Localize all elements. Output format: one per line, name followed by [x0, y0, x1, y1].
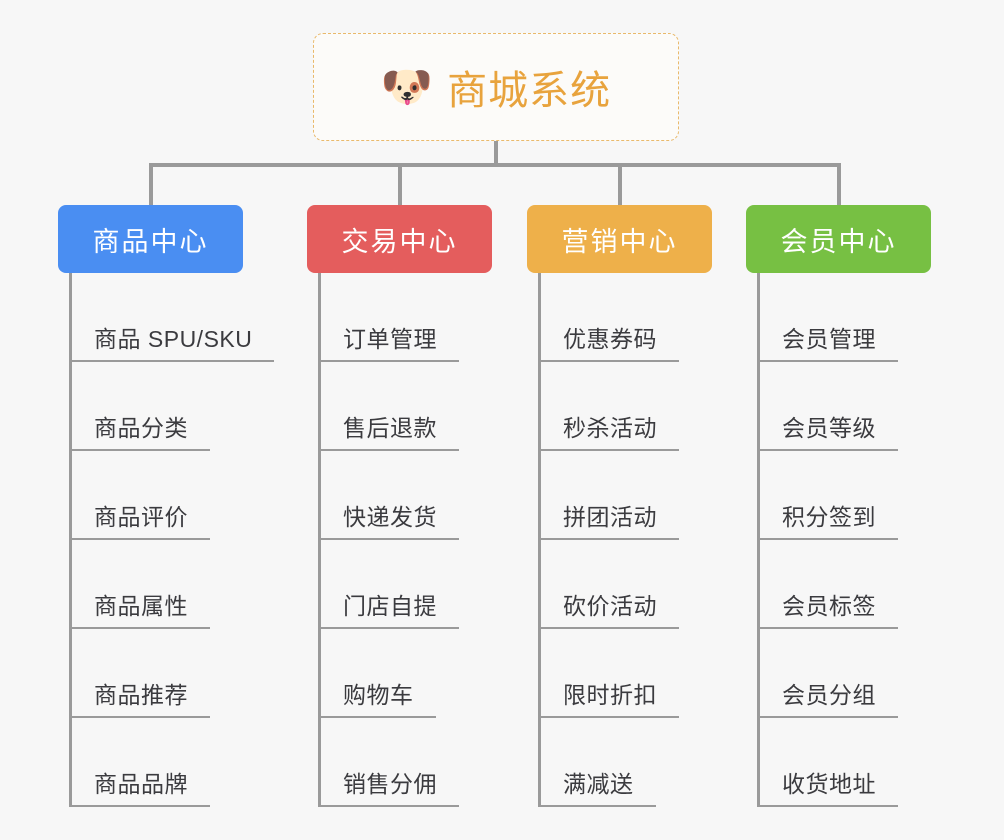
leaf-item[interactable]: 门店自提 — [318, 540, 492, 629]
connector-drop-member-center — [836, 163, 841, 205]
leaf-list-member-center: 会员管理会员等级积分签到会员标签会员分组收货地址 — [757, 273, 931, 807]
leaf-item[interactable]: 商品评价 — [69, 451, 243, 540]
connector-horizontal-bus — [150, 163, 840, 167]
leaf-item-label: 拼团活动 — [541, 498, 679, 540]
category-header-marketing-center[interactable]: 营销中心 — [527, 205, 712, 273]
column-trade-center: 交易中心订单管理售后退款快递发货门店自提购物车销售分佣 — [307, 205, 492, 807]
connector-spine-member-center — [757, 273, 760, 807]
leaf-item-label: 砍价活动 — [541, 587, 679, 629]
leaf-item[interactable]: 商品 SPU/SKU — [69, 273, 275, 362]
leaf-item-label: 会员分组 — [760, 676, 898, 718]
leaf-item[interactable]: 收货地址 — [757, 718, 931, 807]
leaf-item-label: 商品品牌 — [72, 765, 210, 807]
leaf-list-product-center: 商品 SPU/SKU 商品分类商品评价商品属性商品推荐商品品牌 — [69, 273, 275, 807]
leaf-item[interactable]: 商品属性 — [69, 540, 243, 629]
leaf-item[interactable]: 砍价活动 — [538, 540, 712, 629]
column-marketing-center: 营销中心优惠券码秒杀活动拼团活动砍价活动限时折扣满减送 — [527, 205, 712, 807]
leaf-list-marketing-center: 优惠券码秒杀活动拼团活动砍价活动限时折扣满减送 — [538, 273, 712, 807]
leaf-item-label: 会员等级 — [760, 409, 898, 451]
leaf-item[interactable]: 售后退款 — [318, 362, 492, 451]
leaf-item[interactable]: 商品品牌 — [69, 718, 243, 807]
leaf-item[interactable]: 拼团活动 — [538, 451, 712, 540]
leaf-item[interactable]: 会员标签 — [757, 540, 931, 629]
connector-drop-trade-center — [397, 163, 402, 205]
leaf-item-label: 购物车 — [321, 676, 436, 718]
connector-drop-marketing-center — [617, 163, 622, 205]
leaf-item[interactable]: 秒杀活动 — [538, 362, 712, 451]
root-node-title: 商城系统 — [447, 69, 612, 113]
leaf-item-label: 限时折扣 — [541, 676, 679, 718]
category-header-member-center[interactable]: 会员中心 — [746, 205, 931, 273]
column-product-center: 商品中心商品 SPU/SKU 商品分类商品评价商品属性商品推荐商品品牌 — [58, 205, 275, 807]
leaf-item[interactable]: 商品推荐 — [69, 629, 243, 718]
column-member-center: 会员中心会员管理会员等级积分签到会员标签会员分组收货地址 — [746, 205, 931, 807]
root-node-mall-system[interactable]: 🐶 商城系统 — [313, 33, 679, 141]
leaf-item[interactable]: 会员管理 — [757, 273, 931, 362]
leaf-item-label: 商品评价 — [72, 498, 210, 540]
leaf-item-label: 快递发货 — [321, 498, 459, 540]
leaf-item-label: 商品属性 — [72, 587, 210, 629]
leaf-item-label: 门店自提 — [321, 587, 459, 629]
category-header-product-center[interactable]: 商品中心 — [58, 205, 243, 273]
leaf-item-label: 秒杀活动 — [541, 409, 679, 451]
leaf-item[interactable]: 限时折扣 — [538, 629, 712, 718]
connector-spine-trade-center — [318, 273, 321, 807]
connector-spine-marketing-center — [538, 273, 541, 807]
leaf-item-label: 会员标签 — [760, 587, 898, 629]
leaf-item-label: 积分签到 — [760, 498, 898, 540]
leaf-item[interactable]: 会员等级 — [757, 362, 931, 451]
leaf-item[interactable]: 销售分佣 — [318, 718, 492, 807]
leaf-item[interactable]: 积分签到 — [757, 451, 931, 540]
leaf-item-label: 优惠券码 — [541, 320, 679, 362]
leaf-item-label: 会员管理 — [760, 320, 898, 362]
leaf-item-label: 订单管理 — [321, 320, 459, 362]
shiba-dog-emoji: 🐶 — [380, 63, 434, 110]
connector-drop-product-center — [148, 163, 153, 205]
leaf-list-trade-center: 订单管理售后退款快递发货门店自提购物车销售分佣 — [318, 273, 492, 807]
connector-root-stem — [494, 141, 498, 166]
leaf-item[interactable]: 订单管理 — [318, 273, 492, 362]
leaf-item[interactable]: 商品分类 — [69, 362, 243, 451]
category-header-trade-center[interactable]: 交易中心 — [307, 205, 492, 273]
leaf-item[interactable]: 满减送 — [538, 718, 712, 807]
leaf-item-label: 销售分佣 — [321, 765, 459, 807]
leaf-item[interactable]: 购物车 — [318, 629, 492, 718]
leaf-item[interactable]: 快递发货 — [318, 451, 492, 540]
leaf-item-label: 满减送 — [541, 765, 656, 807]
leaf-item-label: 商品 SPU/SKU — [72, 320, 275, 362]
leaf-item[interactable]: 优惠券码 — [538, 273, 712, 362]
connector-spine-product-center — [69, 273, 72, 807]
leaf-item[interactable]: 会员分组 — [757, 629, 931, 718]
leaf-item-label: 商品分类 — [72, 409, 210, 451]
leaf-item-label: 售后退款 — [321, 409, 459, 451]
leaf-item-label: 收货地址 — [760, 765, 898, 807]
leaf-item-label: 商品推荐 — [72, 676, 210, 718]
